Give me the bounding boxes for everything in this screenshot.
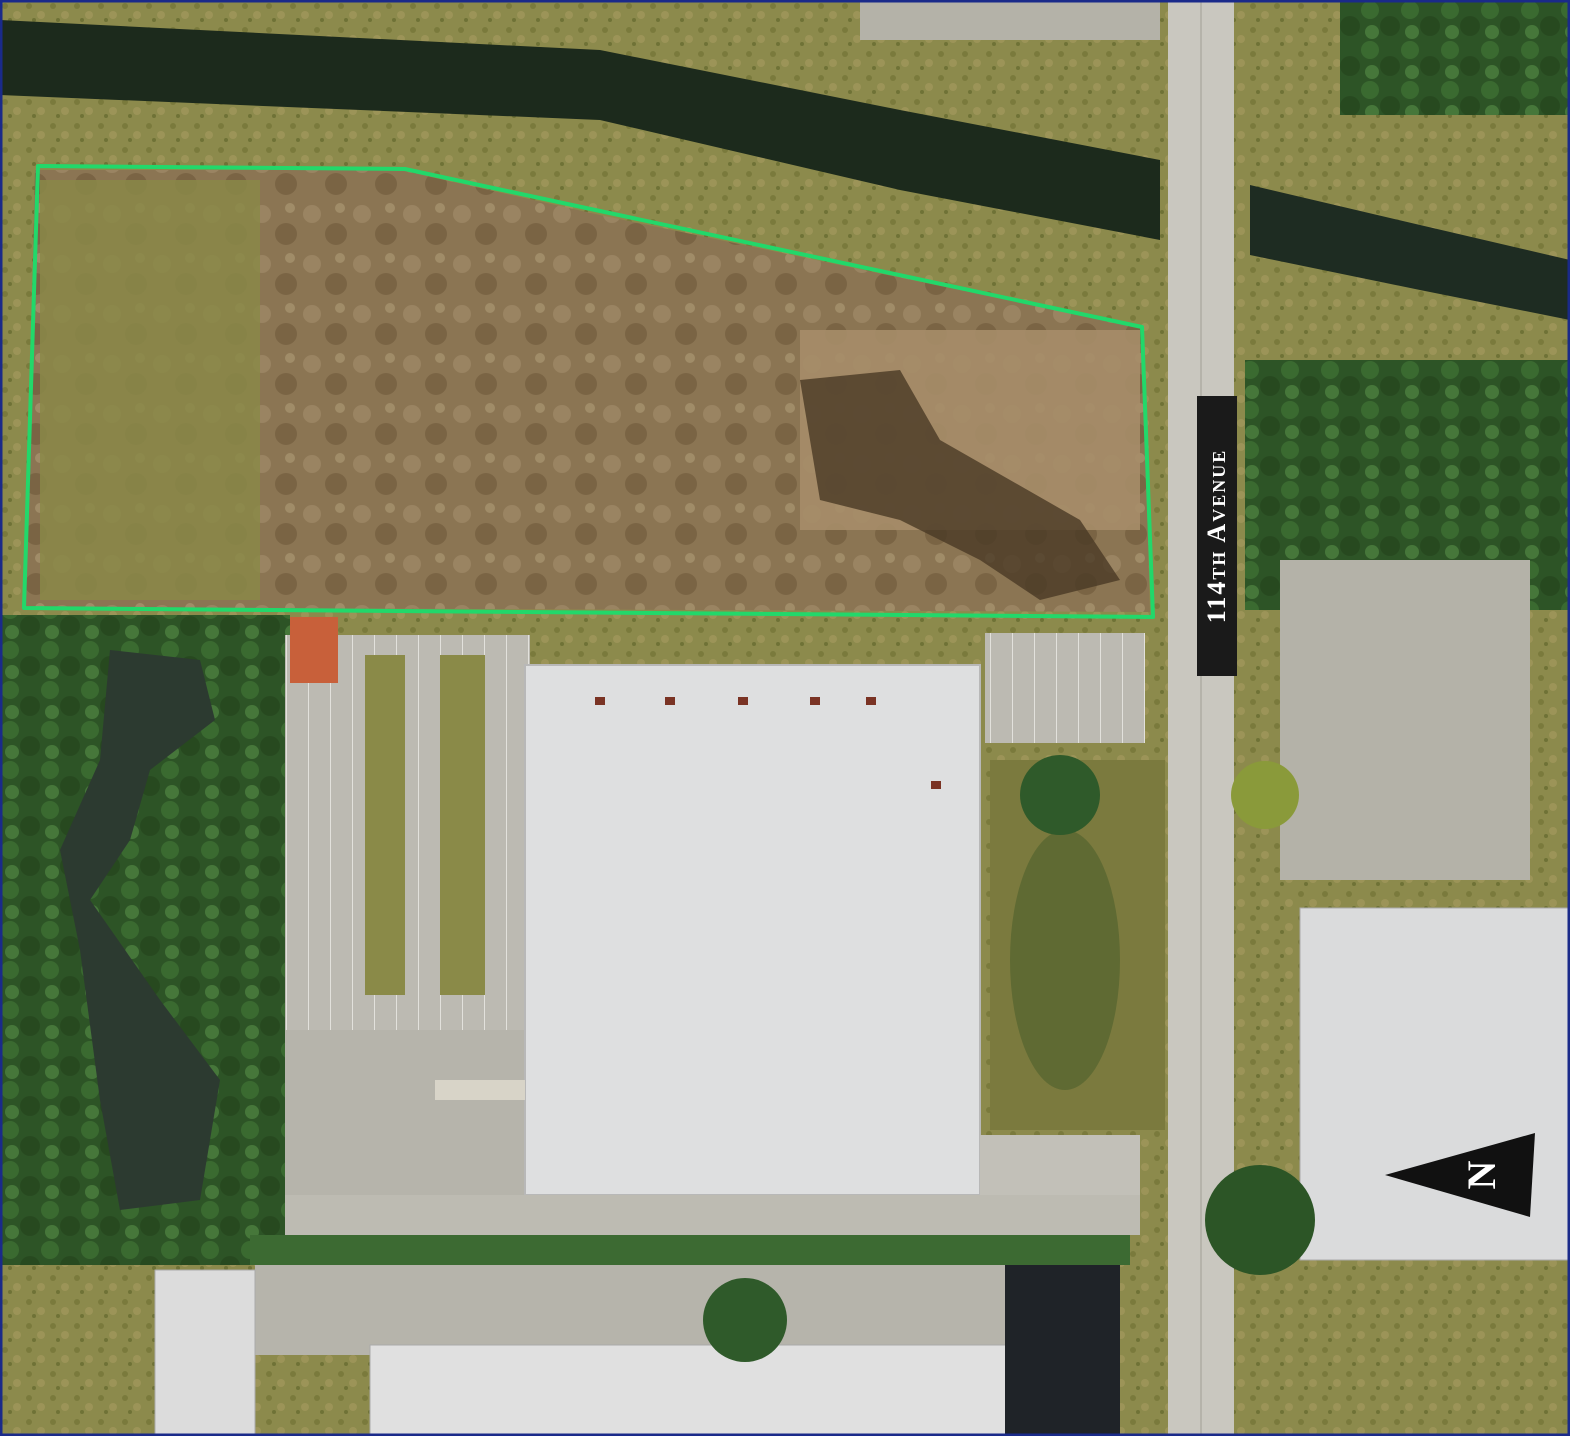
tree-east-1	[1020, 755, 1100, 835]
parcel-grass-strip	[40, 180, 260, 600]
bioswale	[1010, 830, 1120, 1090]
parking-lot-east	[985, 633, 1145, 743]
red-roof-building	[290, 617, 338, 683]
roof-vents	[595, 697, 941, 789]
road-label: 114th Avenue	[1197, 396, 1237, 676]
parking-median-2	[440, 655, 485, 995]
canal-east	[1250, 185, 1570, 320]
north-arrow-icon: N	[1385, 1133, 1535, 1217]
driveway-south	[980, 1135, 1140, 1195]
tree-east-road	[1205, 1165, 1315, 1275]
tree-yellow	[1231, 761, 1299, 829]
tree-cluster-northeast	[1340, 0, 1570, 115]
south-lot	[255, 1265, 1005, 1355]
north-arrow-label: N	[1459, 1160, 1504, 1189]
loading-dock-truck	[435, 1080, 525, 1100]
drive-aisle-south	[285, 1195, 1140, 1235]
parking-median-1	[365, 655, 405, 995]
parking-southeast	[1005, 1265, 1120, 1436]
parking-lot-east-of-road	[1280, 560, 1530, 880]
retention-pond-west	[60, 650, 220, 1210]
building-south	[369, 1344, 1011, 1436]
parking-lot-west	[285, 635, 530, 1030]
site-boundary	[22, 164, 1155, 619]
dark-fill-area	[800, 370, 1120, 600]
building-southwest	[154, 1269, 256, 1436]
road-label-text: 114th Avenue	[1202, 448, 1231, 624]
parking-lot-north	[860, 0, 1160, 40]
canal	[0, 20, 1160, 240]
tree-south	[703, 1278, 787, 1362]
hedge-row-south	[250, 1235, 1130, 1265]
warehouse-roof-main	[524, 664, 981, 1196]
